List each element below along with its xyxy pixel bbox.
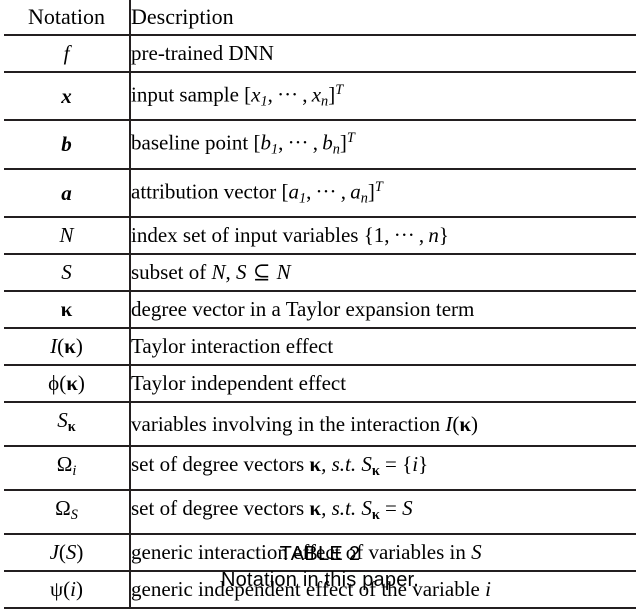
row-description: subset of N, S ⊆ N: [130, 254, 636, 293]
table-row: ΩS set of degree vectors κ, s.t. Sκ = S: [4, 490, 636, 536]
table-header-row: Notation Description: [4, 0, 636, 36]
row-description: set of degree vectors κ, s.t. Sκ = {i}: [130, 446, 636, 492]
notation-table-container: Notation Description f pre-trained DNN x…: [4, 0, 636, 609]
caption-subtitle: Notation in this paper.: [220, 569, 420, 591]
row-notation: a: [4, 168, 131, 219]
row-description: generic interaction effect of variables …: [130, 534, 636, 573]
row-notation: S: [4, 254, 131, 293]
row-notation: ϕ(κ): [4, 365, 131, 404]
notation-table: Notation Description f pre-trained DNN x…: [4, 0, 636, 609]
row-notation: Ωi: [4, 446, 131, 492]
row-description: Taylor interaction effect: [130, 328, 636, 367]
table-row: Sκ variables involving in the interactio…: [4, 402, 636, 448]
row-description: input sample [x1, ··· , xn]T: [130, 72, 636, 122]
table-row: N index set of input variables {1, ··· ,…: [4, 217, 636, 256]
header-description: Description: [130, 0, 636, 36]
row-description: attribution vector [a1, ··· , an]T: [130, 168, 636, 219]
header-notation: Notation: [4, 0, 131, 36]
caption-title: TABLE 2: [279, 543, 361, 565]
row-description: pre-trained DNN: [130, 35, 636, 73]
row-description: set of degree vectors κ, s.t. Sκ = S: [130, 490, 636, 536]
table-row: J(S) generic interaction effect of varia…: [4, 534, 636, 573]
table-row: a attribution vector [a1, ··· , an]T: [4, 168, 636, 219]
row-description: baseline point [b1, ··· , bn]T: [130, 120, 636, 170]
table-row: b baseline point [b1, ··· , bn]T: [4, 120, 636, 170]
row-description: variables involving in the interaction I…: [130, 402, 636, 448]
row-description: degree vector in a Taylor expansion term: [130, 291, 636, 330]
row-notation: b: [4, 120, 131, 170]
row-notation: I(κ): [4, 328, 131, 367]
row-notation: κ: [4, 291, 131, 330]
row-description: index set of input variables {1, ··· , n…: [130, 217, 636, 256]
table-row: S subset of N, S ⊆ N: [4, 254, 636, 293]
table-row: ϕ(κ) Taylor independent effect: [4, 365, 636, 404]
table-caption: TABLE 2 Notation in this paper.: [0, 541, 640, 593]
row-notation: J(S): [4, 534, 131, 573]
row-notation: N: [4, 217, 131, 256]
table-row: κ degree vector in a Taylor expansion te…: [4, 291, 636, 330]
row-notation: x: [4, 72, 131, 122]
row-notation: ΩS: [4, 490, 131, 536]
row-notation: Sκ: [4, 402, 131, 448]
row-description: Taylor independent effect: [130, 365, 636, 404]
row-notation: f: [4, 35, 131, 73]
table-row: f pre-trained DNN: [4, 35, 636, 73]
table-row: I(κ) Taylor interaction effect: [4, 328, 636, 367]
table-row: x input sample [x1, ··· , xn]T: [4, 72, 636, 122]
table-row: Ωi set of degree vectors κ, s.t. Sκ = {i…: [4, 446, 636, 492]
